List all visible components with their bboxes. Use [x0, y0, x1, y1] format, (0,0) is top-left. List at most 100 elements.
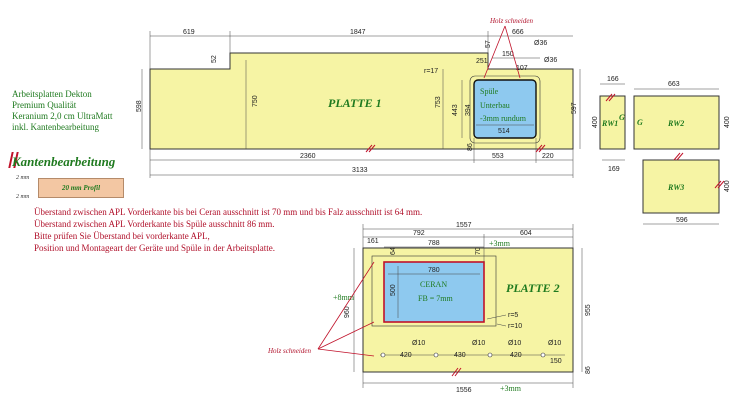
- dim-500: 500: [390, 284, 397, 296]
- dim-169: 169: [608, 166, 620, 173]
- rw2-panel: [633, 95, 720, 150]
- sink-label-1: Spüle: [480, 87, 499, 96]
- dim-788: 788: [428, 240, 440, 247]
- rw1-label: RW1: [601, 119, 618, 128]
- dim-3133: 3133: [352, 167, 368, 174]
- dim-619: 619: [183, 29, 195, 36]
- dim-1847: 1847: [350, 29, 366, 36]
- dim-666: 666: [512, 29, 524, 36]
- holz-schneiden-1: Holz schneiden: [489, 17, 533, 25]
- dim-d10-d: Ø10: [548, 340, 561, 347]
- note-2: Überstand zwischen APL Vorderkante bis S…: [34, 219, 275, 229]
- dim-597: 597: [571, 102, 578, 114]
- dim-955: 955: [585, 304, 592, 316]
- dim-86-p2: 86: [585, 366, 592, 374]
- dim-780: 780: [428, 267, 440, 274]
- sink-label-3: -3mm rundum: [480, 114, 527, 123]
- dim-r5: r=5: [508, 312, 518, 319]
- ceran-rebate: [371, 255, 497, 327]
- holes: [380, 352, 546, 358]
- mm-top: 2 mm: [16, 175, 30, 181]
- note-1: Überstand zwischen APL Vorderkante bis b…: [34, 207, 423, 217]
- plus-3mm-top: +3mm: [489, 239, 511, 248]
- edge-profile-label: 20 mm Profil: [61, 184, 101, 192]
- sink-rebate: [469, 75, 541, 144]
- note-4: Position und Montageart der Geräte und S…: [34, 243, 275, 253]
- rw1-panel: [599, 95, 626, 150]
- dim-400-a: 400: [592, 116, 599, 128]
- sink-width: 514: [498, 128, 510, 135]
- dim-604: 604: [520, 230, 532, 237]
- material-line-2: Premium Qualität: [12, 100, 77, 110]
- edge-marks-plate-1: [365, 144, 546, 153]
- rw2-label: RW2: [667, 119, 684, 128]
- dim-57: 57: [485, 40, 492, 48]
- plus-3mm-bottom: +3mm: [500, 384, 522, 393]
- dim-d36-b: Ø36: [544, 57, 557, 64]
- dim-70: 70: [475, 247, 482, 255]
- edge-profile: 20 mm Profil: [38, 178, 124, 198]
- dim-400-b: 400: [724, 116, 731, 128]
- dim-430: 430: [454, 352, 466, 359]
- dim-d10-b: Ø10: [472, 340, 485, 347]
- notes: Überstand zwischen APL Vorderkante bis b…: [34, 206, 422, 254]
- dim-150: 150: [502, 51, 514, 58]
- dim-d36-a: Ø36: [534, 40, 547, 47]
- dim-d10-c: Ø10: [508, 340, 521, 347]
- dim-107: 107: [516, 65, 528, 72]
- dim-596: 596: [676, 217, 688, 224]
- dim-86: 86: [467, 143, 474, 151]
- dim-792: 792: [413, 230, 425, 237]
- dim-2360: 2360: [300, 153, 316, 160]
- material-line-4: inkl. Kantenbearbeitung: [12, 122, 99, 132]
- dim-443: 443: [452, 104, 459, 116]
- ceran-cutout: [383, 261, 485, 323]
- material-line-1: Arbeitsplatten Dekton: [12, 89, 92, 99]
- material-info: Arbeitsplatten Dekton Premium Qualität K…: [12, 89, 112, 133]
- dim-166: 166: [607, 76, 619, 83]
- rw3-panel: [642, 159, 720, 214]
- dim-753: 753: [435, 96, 442, 108]
- note-3: Bitte prüfen Sie Überstand bei vorderkan…: [34, 231, 210, 241]
- dim-750: 750: [252, 95, 259, 107]
- dim-d10-a: Ø10: [412, 340, 425, 347]
- dim-r17: r=17: [424, 68, 438, 75]
- rw3-label: RW3: [667, 183, 684, 192]
- dim-220: 220: [542, 153, 554, 160]
- plate-1: Spüle Unterbau -3mm rundum 514 PLATTE 1 …: [136, 17, 581, 178]
- dim-420-a: 420: [400, 352, 412, 359]
- ceran-label-1: CERAN: [420, 280, 447, 289]
- sink-label-2: Unterbau: [480, 101, 510, 110]
- dim-64: 64: [390, 247, 397, 255]
- plate-2-label: PLATTE 2: [506, 281, 560, 295]
- dim-598: 598: [136, 100, 143, 112]
- sink-cutout: [473, 79, 537, 139]
- mm-bottom: 2 mm: [16, 194, 30, 200]
- dim-251: 251: [476, 58, 488, 65]
- plus-8mm: +8mm: [333, 293, 355, 302]
- dim-394: 394: [465, 104, 472, 116]
- dim-663: 663: [668, 81, 680, 88]
- dim-r10: r=10: [508, 323, 522, 330]
- dim-400-c: 400: [724, 180, 731, 192]
- dim-960: 960: [344, 306, 351, 318]
- dim-161: 161: [367, 238, 379, 245]
- dim-420-b: 420: [510, 352, 522, 359]
- rw-panels: RW1 RW2 RW3 G G 166 663 400 400 400 169 …: [592, 76, 731, 225]
- dim-1556: 1556: [456, 387, 472, 394]
- g-label-2: G: [637, 118, 643, 127]
- plate-1-label: PLATTE 1: [328, 96, 382, 110]
- edge-marks-plate-2: [451, 367, 462, 377]
- material-line-3: Keranium 2,0 cm UltraMatt: [12, 111, 113, 121]
- edge-title: Kantenbearbeitung: [12, 154, 116, 169]
- holz-schneiden-2: Holz schneiden: [267, 347, 311, 355]
- dim-52: 52: [211, 55, 218, 63]
- g-label-1: G: [619, 113, 625, 122]
- dim-553: 553: [492, 153, 504, 160]
- ceran-label-2: FB = 7mm: [418, 294, 454, 303]
- plate-2: CERAN FB = 7mm 780 500 PLATTE 2 r=5 r=10…: [267, 222, 592, 394]
- dim-1557: 1557: [456, 222, 472, 229]
- dim-150-p2: 150: [550, 358, 562, 365]
- edge-marks-rw: [605, 93, 725, 189]
